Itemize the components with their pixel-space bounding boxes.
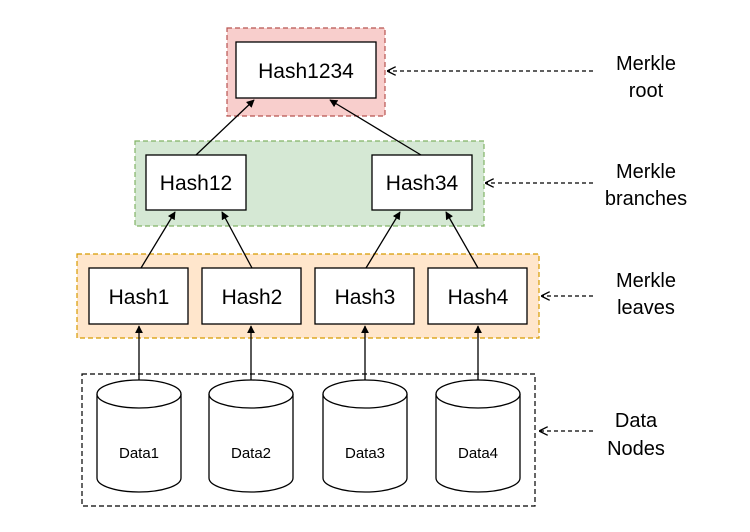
label-data-line2: Nodes: [607, 438, 665, 460]
label-root-line1: Merkle: [616, 53, 676, 75]
data-node-1: Data1: [96, 379, 182, 493]
edge-hash1-to-hash12: [140, 211, 176, 269]
label-branches-line2: branches: [605, 188, 687, 210]
data-node-3: Data3: [322, 379, 408, 493]
edge-hash3-to-hash34: [365, 211, 401, 269]
node-leaf-1: Hash1: [88, 267, 189, 325]
node-leaf-1-label: Hash1: [109, 286, 170, 309]
edge-hash34-to-root: [329, 99, 422, 156]
node-branch-right-label: Hash34: [386, 172, 459, 195]
label-leaves-line2: leaves: [617, 297, 675, 319]
label-root-line2: root: [629, 80, 664, 102]
data-node-1-label: Data1: [119, 445, 159, 462]
data-node-4: Data4: [435, 379, 521, 493]
data-node-3-label: Data3: [345, 445, 385, 462]
node-branch-left-label: Hash12: [160, 172, 232, 195]
data-node-2-label: Data2: [231, 445, 271, 462]
node-root-label: Hash1234: [258, 60, 354, 83]
node-branch-left: Hash12: [145, 154, 247, 211]
node-root: Hash1234: [235, 41, 377, 99]
node-leaf-2: Hash2: [201, 267, 302, 325]
data-node-2: Data2: [208, 379, 294, 493]
node-leaf-3: Hash3: [314, 267, 415, 325]
label-data-line1: Data: [615, 410, 658, 432]
label-branches-line1: Merkle: [616, 161, 676, 183]
node-leaf-2-label: Hash2: [222, 286, 283, 309]
data-node-4-label: Data4: [458, 445, 498, 462]
node-leaf-4-label: Hash4: [448, 286, 509, 309]
node-leaf-3-label: Hash3: [335, 286, 396, 309]
edge-hash4-to-hash34: [445, 211, 479, 269]
node-branch-right: Hash34: [371, 154, 473, 211]
label-leaves-line1: Merkle: [616, 270, 676, 292]
edge-hash12-to-root: [195, 99, 255, 156]
edge-hash2-to-hash12: [221, 211, 253, 269]
node-leaf-4: Hash4: [427, 267, 528, 325]
data-group: [81, 373, 536, 507]
